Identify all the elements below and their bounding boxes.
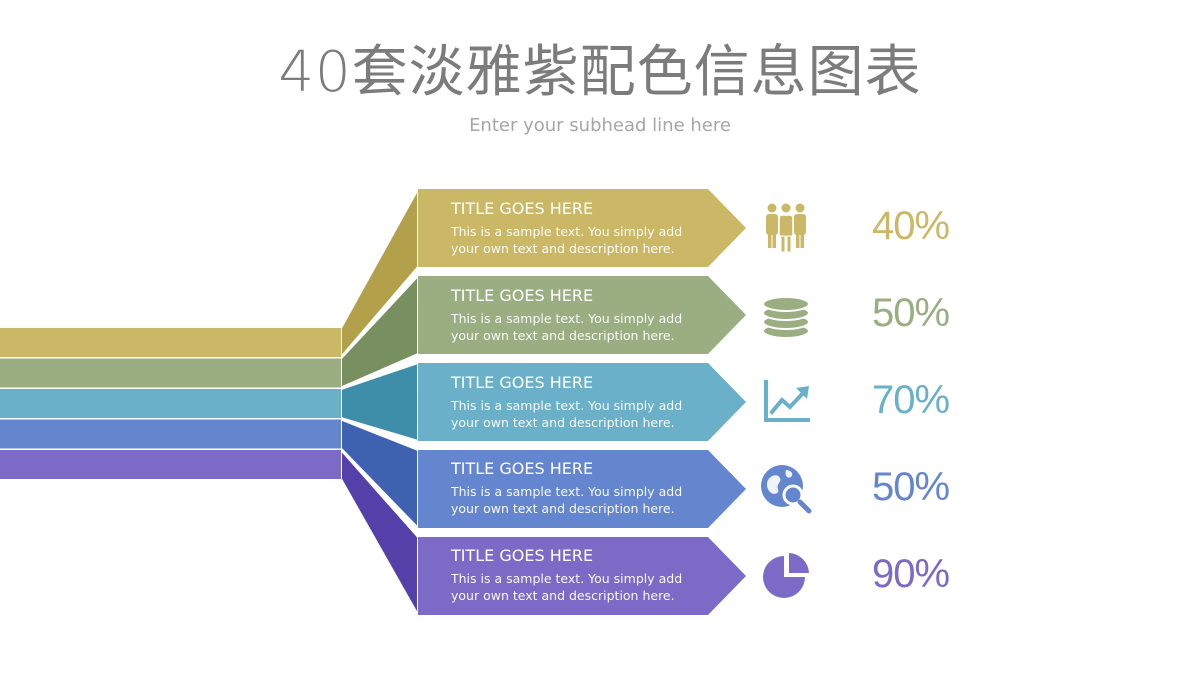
row-5-strip [0,450,341,479]
row-2-title: TITLE GOES HERE [451,286,594,305]
globe-search-icon [760,462,812,514]
page-subhead: Enter your subhead line here [469,115,731,136]
pie-chart-icon [760,550,812,602]
row-5-title: TITLE GOES HERE [451,546,594,565]
team-icon [760,201,812,253]
row-2-strip [0,358,341,388]
row-3-description: This is a sample text. You simply add yo… [451,398,683,430]
row-5-percent: 90% [872,552,950,596]
row-3-arrow-box [418,363,746,441]
row-1-arrow-box [418,189,746,267]
row-5-arrow-box [418,537,746,615]
row-2-arrow-box [418,276,746,354]
row-4-strip [0,419,341,449]
row-1-percent: 40% [872,204,950,248]
row-4-arrow-box [418,450,746,528]
row-2-percent: 50% [872,291,950,335]
row-4-description: This is a sample text. You simply add yo… [451,484,683,516]
row-1-description: This is a sample text. You simply add yo… [451,224,683,256]
row-4-percent: 50% [872,465,950,509]
row-5-description: This is a sample text. You simply add yo… [451,571,683,603]
coin-stack-icon [760,291,812,343]
row-1-strip [0,328,341,357]
growth-chart-icon [760,376,812,428]
row-2-description: This is a sample text. You simply add yo… [451,311,683,343]
row-3-percent: 70% [872,378,950,422]
row-3-title: TITLE GOES HERE [451,373,594,392]
page-title: 40套淡雅紫配色信息图表 [278,40,922,105]
row-4-title: TITLE GOES HERE [451,459,594,478]
row-3-strip [0,389,341,418]
row-1-title: TITLE GOES HERE [451,199,594,218]
